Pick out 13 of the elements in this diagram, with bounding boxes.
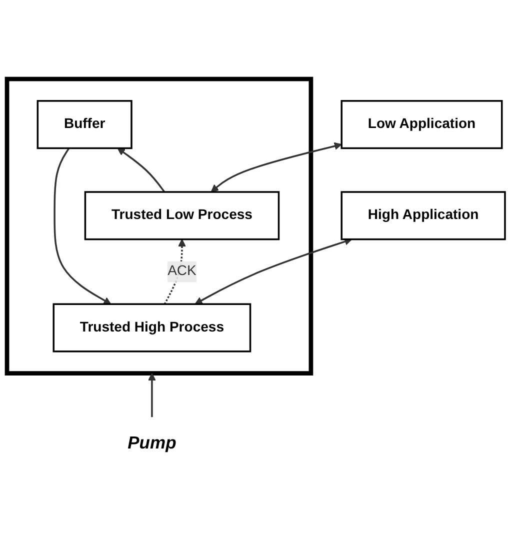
arrow — [210, 142, 342, 192]
node-box: Low Application — [340, 100, 503, 150]
node-box: Trusted High Process — [52, 303, 252, 352]
arrow — [194, 238, 352, 304]
node-text: Pump — [128, 434, 176, 454]
node-box: Trusted Low Process — [84, 191, 280, 240]
arrow — [117, 148, 166, 193]
node-box: Buffer — [36, 100, 132, 150]
arrow — [54, 148, 112, 305]
edge-label: ACK — [168, 264, 196, 279]
arrow — [148, 373, 156, 418]
node-box: High Application — [340, 191, 506, 240]
cluster — [4, 76, 314, 376]
